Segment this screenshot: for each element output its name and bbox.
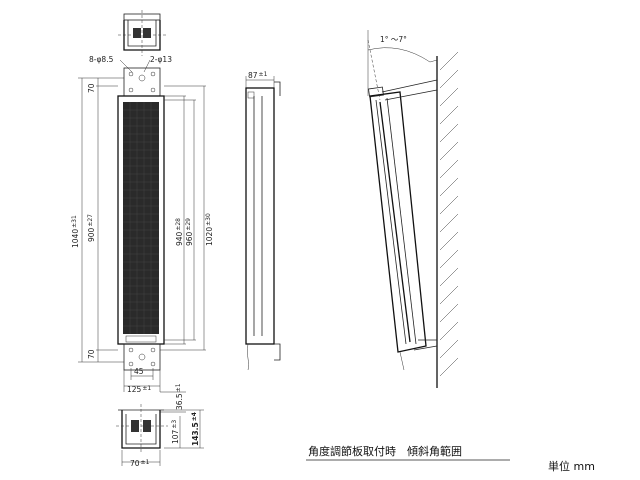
tilt-wall [436,51,459,388]
caption: 角度調節板取付時 傾斜角範囲 [308,444,462,458]
dim-total-height: 1040±31 [71,215,80,248]
grille-pattern [123,102,159,334]
dim-45: 45 [134,367,144,376]
dim-1020: 1020±30 [205,213,214,246]
front-right-dimensions [183,86,205,350]
dim-depth: 87±1 [248,71,268,80]
dim-70-bottom-line [121,450,161,466]
dim-143-5: 143.5±4 [191,412,200,446]
front-view [117,67,206,371]
bottom-bracket-view [116,404,168,452]
dim-bottom-bracket-lines [164,409,204,449]
dim-45-line [130,368,154,380]
dim-36-5: 36.5±1 [175,383,184,410]
dim-width-line [123,370,161,392]
tilted-speaker [368,79,438,371]
dim-top-margin: 70 [87,83,96,93]
side-view [245,81,281,371]
front-left-dimensions [78,77,124,363]
holes-small-label: 8-φ8.5 [89,55,114,64]
holes-large-label: 2-φ13 [150,55,172,64]
dim-depth-line [245,76,275,88]
dim-107: 107±3 [171,420,180,444]
dim-bottom-margin: 70 [87,349,96,359]
tilt-angle-arc [367,30,438,101]
dim-960: 960±29 [185,218,194,246]
dim-width: 125±1 [127,385,151,394]
dim-940: 940±28 [175,218,184,246]
top-bracket-view [118,10,166,56]
dim-36-5-line [160,391,186,413]
unit-label: 単位 mm [548,459,595,473]
dim-inner-height: 900±27 [87,214,96,242]
angle-range-label: 1° ～7° [380,35,407,44]
dim-70-bottom: 70±1 [130,459,150,468]
